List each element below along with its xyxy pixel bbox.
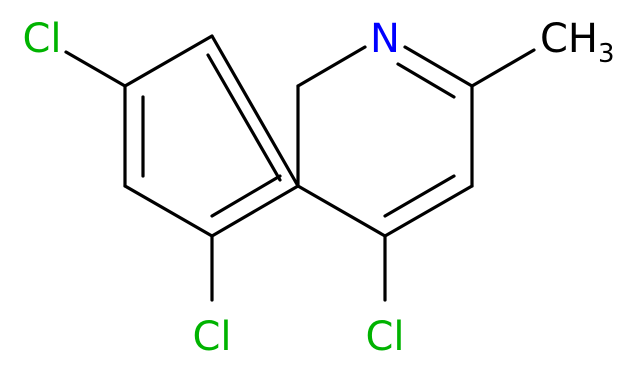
bond-c6-c5 xyxy=(123,184,214,238)
methyl-group: CH3 xyxy=(540,16,615,69)
chlorine-atom-5: Cl xyxy=(192,314,231,360)
bond-c8a-c8 xyxy=(210,34,300,188)
atom-labels: Cl N CH3 Cl Cl xyxy=(22,16,614,360)
chlorine-atom-7: Cl xyxy=(22,16,61,62)
bonds xyxy=(64,34,536,302)
bond-c5-c4a-inner xyxy=(210,174,282,218)
chlorine-atom-4: Cl xyxy=(365,314,404,360)
bond-c7-cl xyxy=(64,50,127,88)
bond-c5-c4a xyxy=(210,184,300,238)
bond-c2-n1-inner xyxy=(396,62,456,99)
bond-c2-n1 xyxy=(403,45,474,88)
methyl-subscript: 3 xyxy=(598,39,615,69)
bond-c2-methyl xyxy=(470,48,536,88)
bond-n1-c8a xyxy=(296,45,367,88)
methyl-element: CH xyxy=(540,16,598,62)
bond-c8-c7 xyxy=(123,34,214,88)
bond-c4-c3 xyxy=(383,184,474,238)
bond-c4-c3-inner xyxy=(383,174,456,218)
bond-c4a-c4 xyxy=(296,184,387,238)
bond-c8a-c8-inner xyxy=(206,53,282,182)
nitrogen-atom-1: N xyxy=(370,16,400,62)
